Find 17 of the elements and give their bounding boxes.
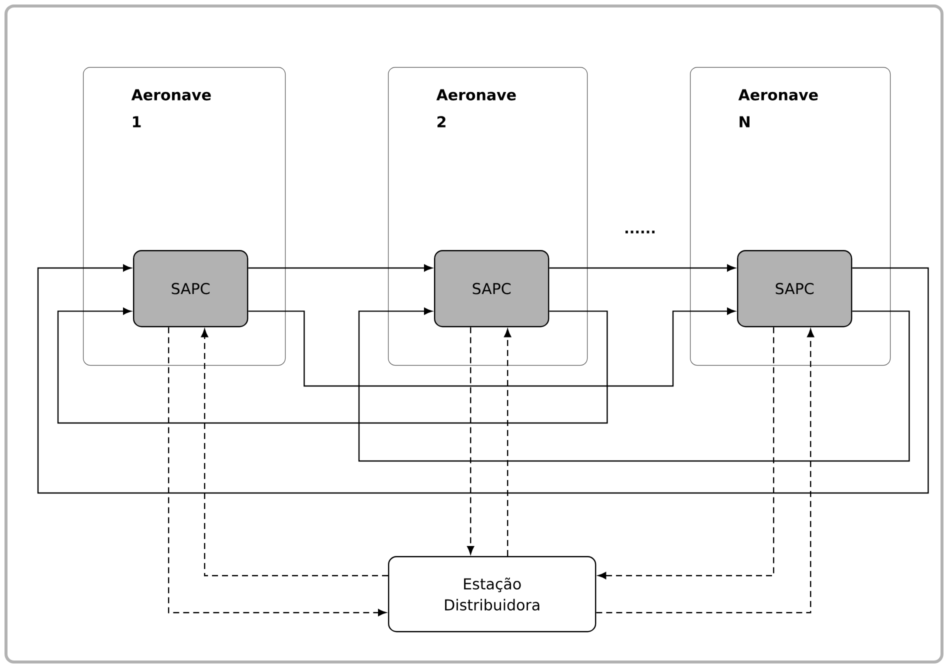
process-box: SAPC — [737, 250, 852, 328]
process-box: SAPC — [434, 250, 550, 328]
arrow — [596, 328, 814, 614]
arrow — [248, 264, 432, 272]
ellipsis: ...... — [625, 230, 655, 234]
arrow — [201, 328, 388, 576]
arrow — [168, 327, 386, 616]
arrow — [549, 264, 736, 272]
arrow — [598, 327, 774, 580]
arrow — [358, 308, 910, 462]
station-box: Estação Distribuidora — [388, 556, 596, 632]
arrow — [504, 328, 512, 556]
arrow — [467, 327, 474, 554]
arrow — [57, 308, 608, 424]
arrow — [248, 308, 736, 387]
arrow — [37, 264, 929, 494]
process-box: SAPC — [133, 250, 248, 328]
